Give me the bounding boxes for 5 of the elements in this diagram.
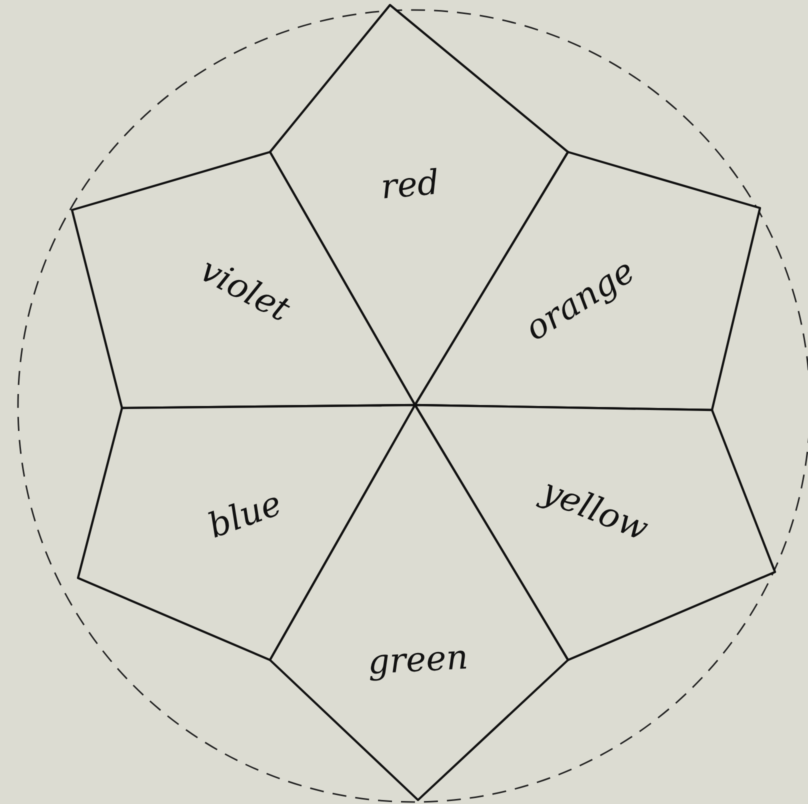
- color-name: blue: [203, 483, 287, 547]
- color-name: yellow: [536, 470, 654, 550]
- color-name: green: [366, 637, 470, 683]
- color-name: red: [379, 162, 441, 208]
- color-name: violet: [194, 250, 296, 330]
